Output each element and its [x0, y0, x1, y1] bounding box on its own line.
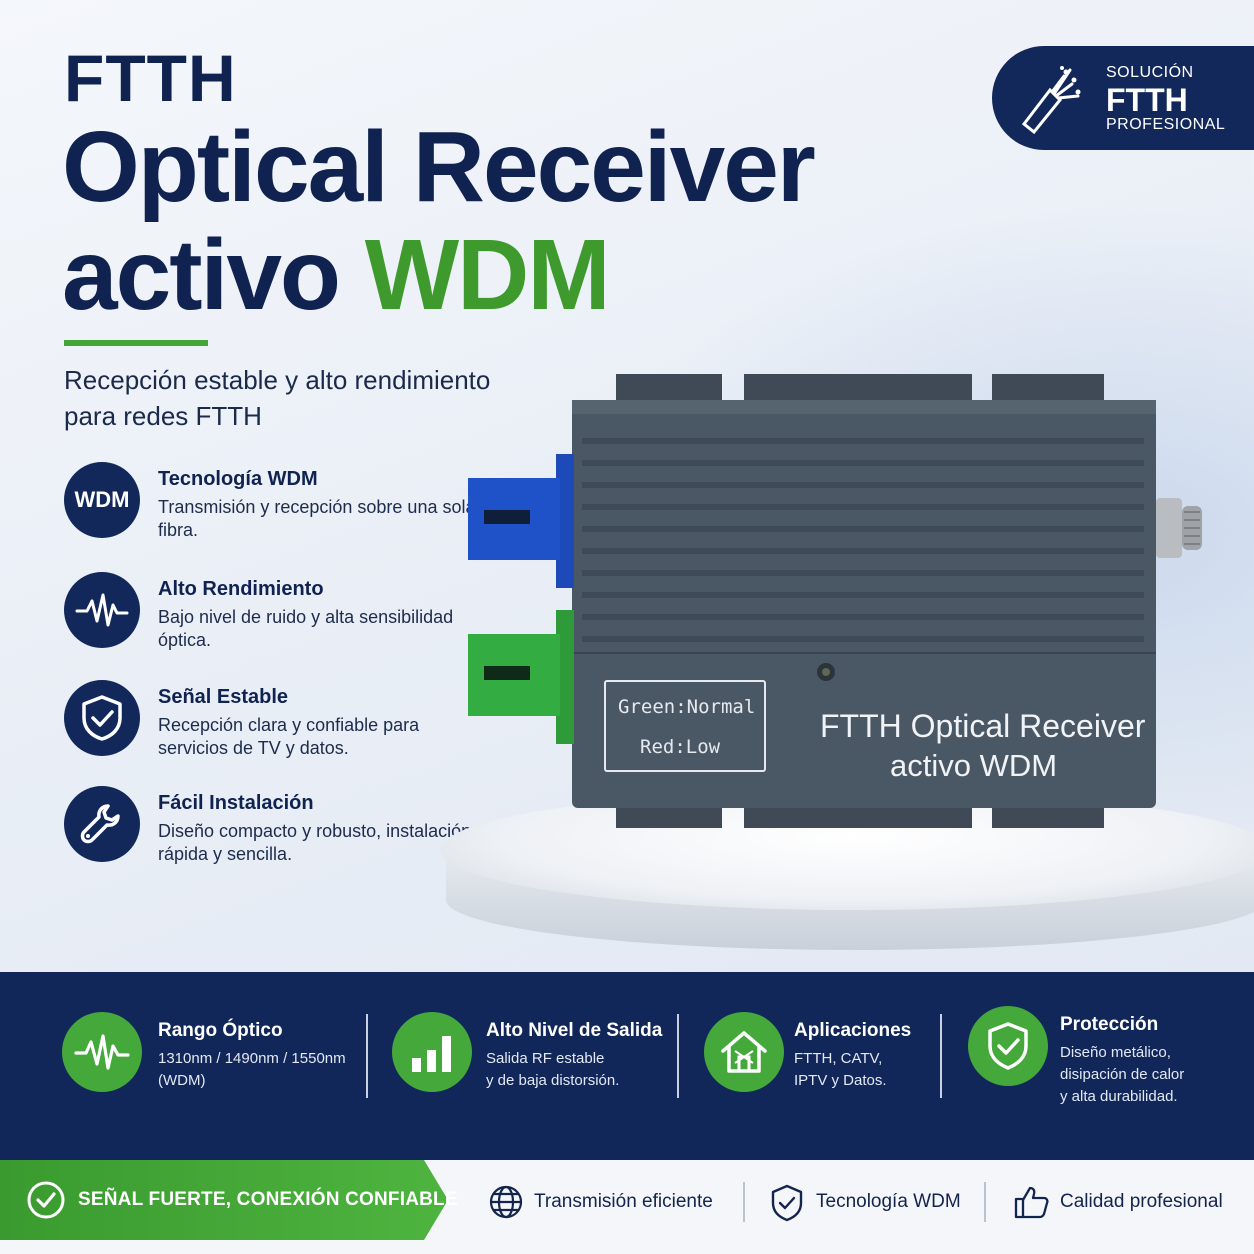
title-wdm: WDM: [364, 219, 611, 331]
spec-title: Protección: [1060, 1014, 1159, 1035]
spec-desc: 1310nm / 1490nm / 1550nm (WDM): [158, 1050, 346, 1089]
optical-receiver-device: [440, 370, 1220, 840]
feature-stable: Señal Estable Recepción clara y confiabl…: [64, 680, 484, 772]
spec-title: Rango Óptico: [158, 1020, 283, 1041]
title-underline: [64, 340, 208, 346]
subtitle: Recepción estable y alto rendimiento par…: [64, 365, 491, 431]
led-red-label: Red:Low: [640, 736, 721, 758]
led-green-label: Green:Normal: [618, 696, 756, 718]
title-line-3: activo WDM: [62, 218, 611, 333]
feature-performance: Alto Rendimiento Bajo nivel de ruido y a…: [64, 572, 484, 664]
bottom-item-label: Transmisión eficiente: [534, 1191, 713, 1212]
banner-text: SEÑAL FUERTE, CONEXIÓN CONFIABLE: [78, 1189, 458, 1210]
feature-desc: Bajo nivel de ruido y alta sensibilidad …: [158, 607, 454, 650]
spec-divider: [677, 1014, 679, 1098]
bar-chart-icon: [392, 1012, 472, 1092]
check-circle-icon: [27, 1181, 65, 1219]
spec-divider: [940, 1014, 942, 1098]
feature-desc: Diseño compacto y robusto, instalación r…: [158, 821, 472, 864]
spec-title: Alto Nivel de Salida: [486, 1020, 663, 1041]
spec-desc: Salida RF estable y de baja distorsión.: [486, 1050, 620, 1089]
feature-installation: Fácil Instalación Diseño compacto y robu…: [64, 786, 484, 878]
bottom-item-quality: Calidad profesional: [1014, 1182, 1234, 1222]
bottom-divider: [984, 1182, 986, 1222]
badge-bottom-text: PROFESIONAL: [1106, 116, 1226, 133]
wdm-icon-text: WDM: [74, 487, 130, 512]
badge-main-text: FTTH: [1106, 82, 1188, 118]
led-status-legend: Green:Normal Red:Low: [604, 680, 766, 772]
bottom-item-wdm: Tecnología WDM: [770, 1182, 970, 1222]
feature-title: Tecnología WDM: [158, 468, 318, 490]
spec-desc: FTTH, CATV, IPTV y Datos.: [794, 1050, 887, 1089]
waveform-icon: [62, 1012, 142, 1092]
spec-protection: Protección Diseño metálico, disipación d…: [968, 1006, 1238, 1106]
feature-title: Señal Estable: [158, 686, 289, 708]
shield-check-icon: [968, 1006, 1048, 1086]
bottom-divider: [743, 1182, 745, 1222]
feature-desc: Transmisión y recepción sobre una sola f…: [158, 497, 476, 540]
bottom-item-transmission: Transmisión eficiente: [488, 1182, 728, 1222]
feature-title: Fácil Instalación: [158, 792, 314, 814]
device-label-line-2: activo WDM: [890, 748, 1058, 783]
wdm-text-icon: WDM: [64, 462, 140, 538]
solution-badge: SOLUCIÓN FTTH PROFESIONAL: [992, 46, 1254, 150]
spec-output-level: Alto Nivel de Salida Salida RF estable y…: [392, 1012, 672, 1112]
waveform-icon: [64, 572, 140, 648]
spec-desc: Diseño metálico, disipación de calor y a…: [1060, 1044, 1185, 1105]
house-network-icon: [704, 1012, 784, 1092]
shield-check-icon: [64, 680, 140, 756]
feature-desc: Recepción clara y confiable para servici…: [158, 715, 420, 758]
wrench-icon: [64, 786, 140, 862]
banner-arrow: [0, 1160, 448, 1240]
device-illustration: [468, 374, 1202, 828]
feature-title: Alto Rendimiento: [158, 578, 324, 600]
title-line-1: FTTH: [64, 41, 237, 115]
title-activo: activo: [62, 219, 365, 331]
badge-top-text: SOLUCIÓN: [1106, 64, 1194, 81]
title-line-2: Optical Receiver: [62, 111, 816, 223]
thumbs-up-icon: [1014, 1186, 1049, 1219]
bottom-item-label: Calidad profesional: [1060, 1191, 1223, 1212]
shield-check-icon: [771, 1184, 803, 1222]
device-label-line-1: FTTH Optical Receiver: [820, 708, 1146, 744]
feature-wdm: WDM Tecnología WDM Transmisión y recepci…: [64, 462, 484, 554]
spec-optical-range: Rango Óptico 1310nm / 1490nm / 1550nm (W…: [62, 1012, 362, 1112]
spec-divider: [366, 1014, 368, 1098]
spec-applications: Aplicaciones FTTH, CATV, IPTV y Datos.: [704, 1012, 934, 1112]
globe-icon: [489, 1185, 523, 1219]
specs-band: [0, 972, 1254, 1160]
fiber-cable-icon: [1021, 66, 1081, 134]
spec-title: Aplicaciones: [794, 1020, 912, 1041]
bottom-item-label: Tecnología WDM: [816, 1191, 961, 1212]
